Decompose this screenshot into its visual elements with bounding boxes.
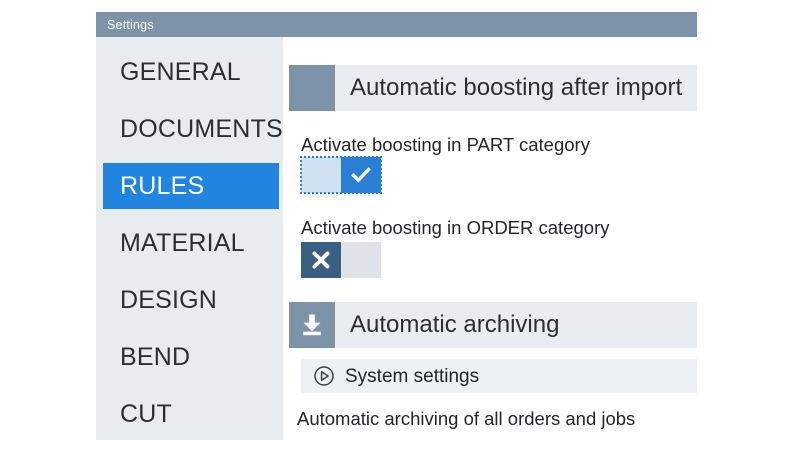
section-title: Automatic archiving bbox=[350, 311, 560, 338]
sidebar-item-documents[interactable]: DOCUMENTS bbox=[96, 106, 283, 152]
row-system-settings[interactable]: System settings bbox=[301, 359, 697, 393]
window-title-bar: Settings bbox=[96, 12, 697, 37]
toggle-boosting-order[interactable] bbox=[301, 242, 381, 278]
sidebar-item-label: DOCUMENTS bbox=[120, 114, 283, 143]
section-header-archiving: Automatic archiving bbox=[289, 302, 697, 348]
sidebar-item-label: CUT bbox=[120, 399, 172, 428]
sidebar-item-label: BEND bbox=[120, 342, 191, 371]
label-activate-boosting-part: Activate boosting in PART category bbox=[301, 134, 590, 155]
sidebar-item-label: DESIGN bbox=[120, 285, 218, 314]
window-title: Settings bbox=[107, 17, 154, 32]
sidebar-item-general[interactable]: GENERAL bbox=[96, 49, 283, 95]
sidebar-item-label: RULES bbox=[120, 171, 205, 200]
sidebar-item-label: MATERIAL bbox=[120, 228, 245, 257]
text-archiving-description: Automatic archiving of all orders and jo… bbox=[297, 408, 636, 429]
row-label: System settings bbox=[345, 365, 480, 387]
sidebar-item-cut[interactable]: CUT bbox=[96, 391, 283, 437]
section-title: Automatic boosting after import bbox=[350, 74, 683, 101]
sidebar-nav: GENERAL DOCUMENTS RULES MATERIAL DESIGN … bbox=[96, 37, 283, 440]
play-circle-icon bbox=[313, 365, 335, 387]
sidebar-item-rules[interactable]: RULES bbox=[103, 163, 279, 209]
settings-content-panel: Automatic boosting after import Activate… bbox=[283, 37, 697, 440]
toggle-track-right bbox=[341, 242, 381, 278]
sidebar-item-material[interactable]: MATERIAL bbox=[96, 220, 283, 266]
cross-icon bbox=[301, 242, 341, 278]
square-icon bbox=[289, 65, 335, 111]
section-header-boosting: Automatic boosting after import bbox=[289, 65, 697, 111]
sidebar-item-label: GENERAL bbox=[120, 57, 241, 86]
toggle-boosting-part[interactable] bbox=[300, 156, 382, 194]
label-activate-boosting-order: Activate boosting in ORDER category bbox=[301, 217, 610, 238]
toggle-track-left bbox=[301, 157, 341, 193]
settings-window: Settings GENERAL DOCUMENTS RULES MATERIA… bbox=[96, 12, 697, 440]
download-archive-icon bbox=[289, 302, 335, 348]
sidebar-item-bend[interactable]: BEND bbox=[96, 334, 283, 380]
check-icon bbox=[341, 157, 381, 193]
sidebar-item-design[interactable]: DESIGN bbox=[96, 277, 283, 323]
